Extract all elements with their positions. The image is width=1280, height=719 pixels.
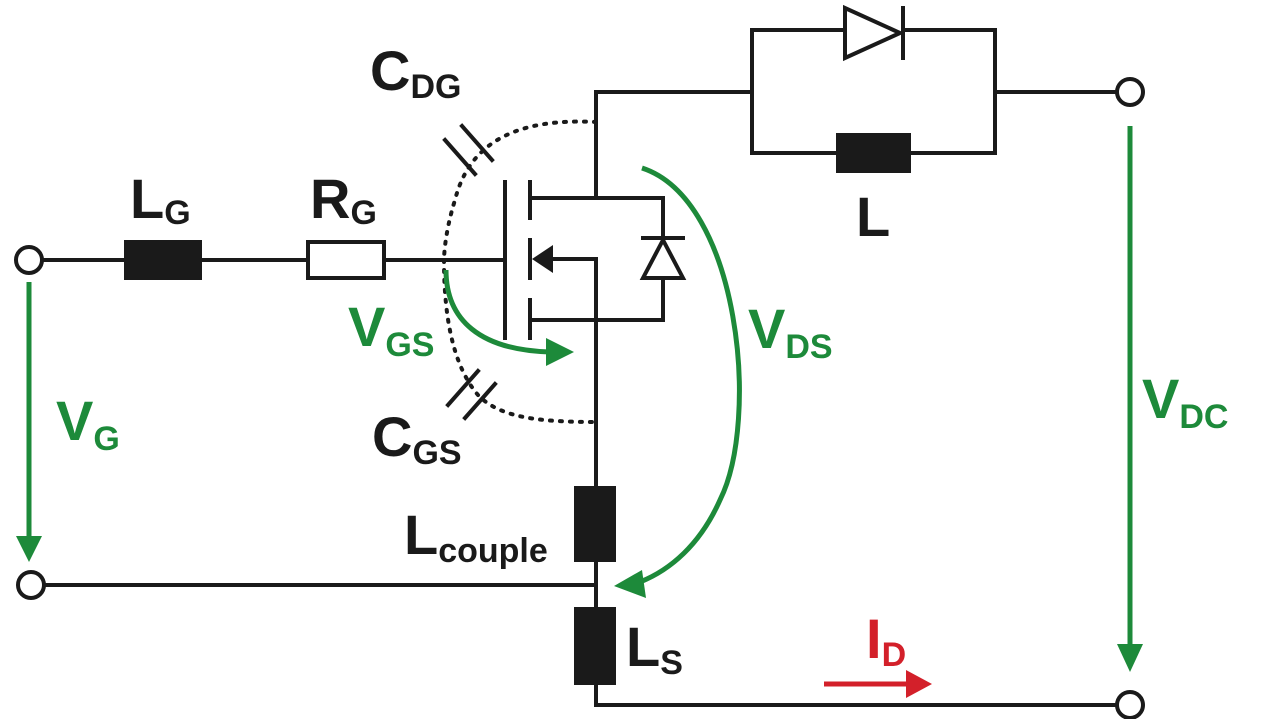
vdc-arrow — [1117, 126, 1143, 672]
load-inductor — [836, 133, 911, 173]
dc-positive-terminal — [1115, 77, 1145, 107]
label-vg: VG — [56, 389, 120, 458]
mosfet-arrow — [532, 245, 553, 273]
gate-return-terminal — [16, 570, 46, 600]
label-vdc: VDC — [1142, 367, 1228, 436]
label-ls: LS — [626, 615, 683, 682]
gate-source-capacitance — [442, 258, 598, 424]
label-rg: RG — [310, 167, 377, 232]
id-arrow — [824, 670, 932, 698]
label-cgs: CGS — [372, 405, 462, 472]
label-vds: VDS — [748, 297, 833, 366]
vg-arrow — [16, 282, 42, 562]
body-diode — [594, 196, 687, 322]
label-vgs: VGS — [348, 295, 434, 364]
load-network — [750, 28, 1119, 155]
dc-negative-terminal — [1115, 690, 1145, 719]
label-lcouple: Lcouple — [404, 503, 548, 570]
label-l: L — [856, 185, 890, 248]
gate-inductor — [124, 240, 202, 280]
source-inductor — [574, 607, 616, 685]
label-id: ID — [866, 607, 906, 674]
drain-wire — [594, 90, 754, 200]
gate-terminal — [14, 245, 44, 275]
gate-resistor — [306, 240, 386, 280]
label-cdg: CDG — [370, 39, 461, 106]
freewheel-diode — [843, 4, 905, 62]
label-lg: LG — [130, 167, 191, 232]
source-wire — [42, 318, 1119, 707]
mosfet — [503, 180, 598, 340]
drain-gate-capacitance — [442, 119, 598, 262]
vgs-arrow — [443, 269, 574, 366]
coupling-inductor — [574, 486, 616, 562]
vds-arrow — [614, 165, 742, 598]
